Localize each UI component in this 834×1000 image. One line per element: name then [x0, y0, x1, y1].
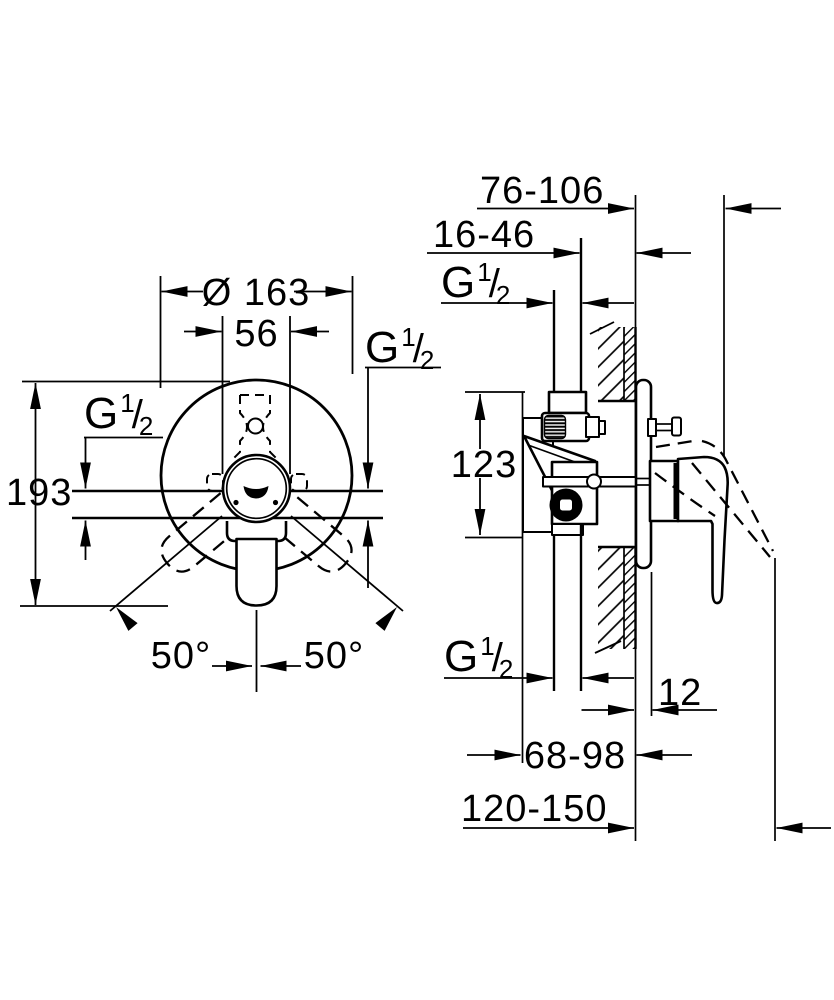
dim-swing-right-label: 50°	[304, 635, 364, 677]
dim-depth-min-label: 68-98	[524, 735, 626, 777]
dim-cartridge-width-label: 56	[234, 313, 278, 355]
screw-hole	[247, 417, 264, 435]
dim-total-height-label: 193	[6, 472, 72, 514]
side-view: 76-106 16-46 G1/2 123 G1/2	[427, 170, 831, 841]
wall-break-bottom	[594, 640, 622, 654]
knurl-texture	[543, 414, 567, 440]
dim-depth-max: 120-150	[461, 788, 831, 834]
spindle-ring	[586, 473, 602, 490]
thread-label: G1/2	[444, 631, 513, 684]
diverter-knob	[647, 416, 682, 437]
lever-handle-side	[676, 455, 729, 605]
spindle-through-plate	[637, 477, 651, 486]
dim-total-height: 193	[6, 380, 230, 607]
thread-label: G1/2	[84, 388, 153, 441]
wall-break-top	[589, 321, 615, 335]
dim-rough-in-depth: 16-46	[427, 214, 691, 259]
inlet-elbow-top	[547, 390, 588, 415]
dim-swing-left-label: 50°	[151, 635, 211, 677]
dim-swing-angle: 50° 50°	[109, 515, 404, 692]
dim-depth-max-label: 120-150	[461, 788, 607, 830]
thread-label: G1/2	[365, 322, 434, 375]
lever-rotated-side-dashed	[654, 438, 775, 558]
thread-callout-front-left: G1/2	[80, 388, 163, 560]
bottom-supply-pipe	[552, 524, 583, 691]
valve-plug-square	[560, 499, 572, 511]
hub-dot-right	[272, 499, 279, 506]
nipple	[585, 416, 600, 438]
dim-body-height-label: 123	[451, 444, 517, 486]
dim-rough-in-depth-label: 16-46	[433, 214, 535, 256]
thread-callout-side-bottom: G1/2	[444, 631, 634, 684]
valve-body	[522, 390, 652, 536]
top-supply-pipe	[552, 238, 583, 392]
dim-depth-min: 68-98	[467, 735, 692, 777]
dim-plate-diameter: Ø 163	[159, 272, 354, 388]
lever-handle-front	[235, 537, 278, 607]
hub-smile-mark	[243, 486, 269, 499]
dim-plate-diameter-label: Ø 163	[202, 272, 311, 314]
hub-dot-left	[233, 499, 239, 506]
thread-callout-side-top: G1/2	[441, 257, 634, 310]
dim-body-height: 123	[451, 391, 525, 539]
handle-hub-outer	[221, 453, 292, 524]
pipe-boss	[551, 523, 584, 536]
dim-plate-projection-label: 12	[658, 672, 702, 714]
front-view: 50° 50° Ø 163 56 193 G1/2	[6, 272, 441, 692]
wall-section	[589, 321, 637, 654]
thread-callout-front-right: G1/2	[362, 322, 441, 588]
handle-hub-inner	[225, 457, 288, 520]
front-supply-pipes	[72, 489, 383, 520]
dim-handle-projection-label: 76-106	[480, 170, 604, 212]
dim-cartridge-width: 56	[184, 313, 329, 474]
dim-plate-projection: 12	[581, 672, 717, 716]
nipple-step	[598, 420, 606, 435]
dim-handle-projection: 76-106	[477, 170, 781, 214]
